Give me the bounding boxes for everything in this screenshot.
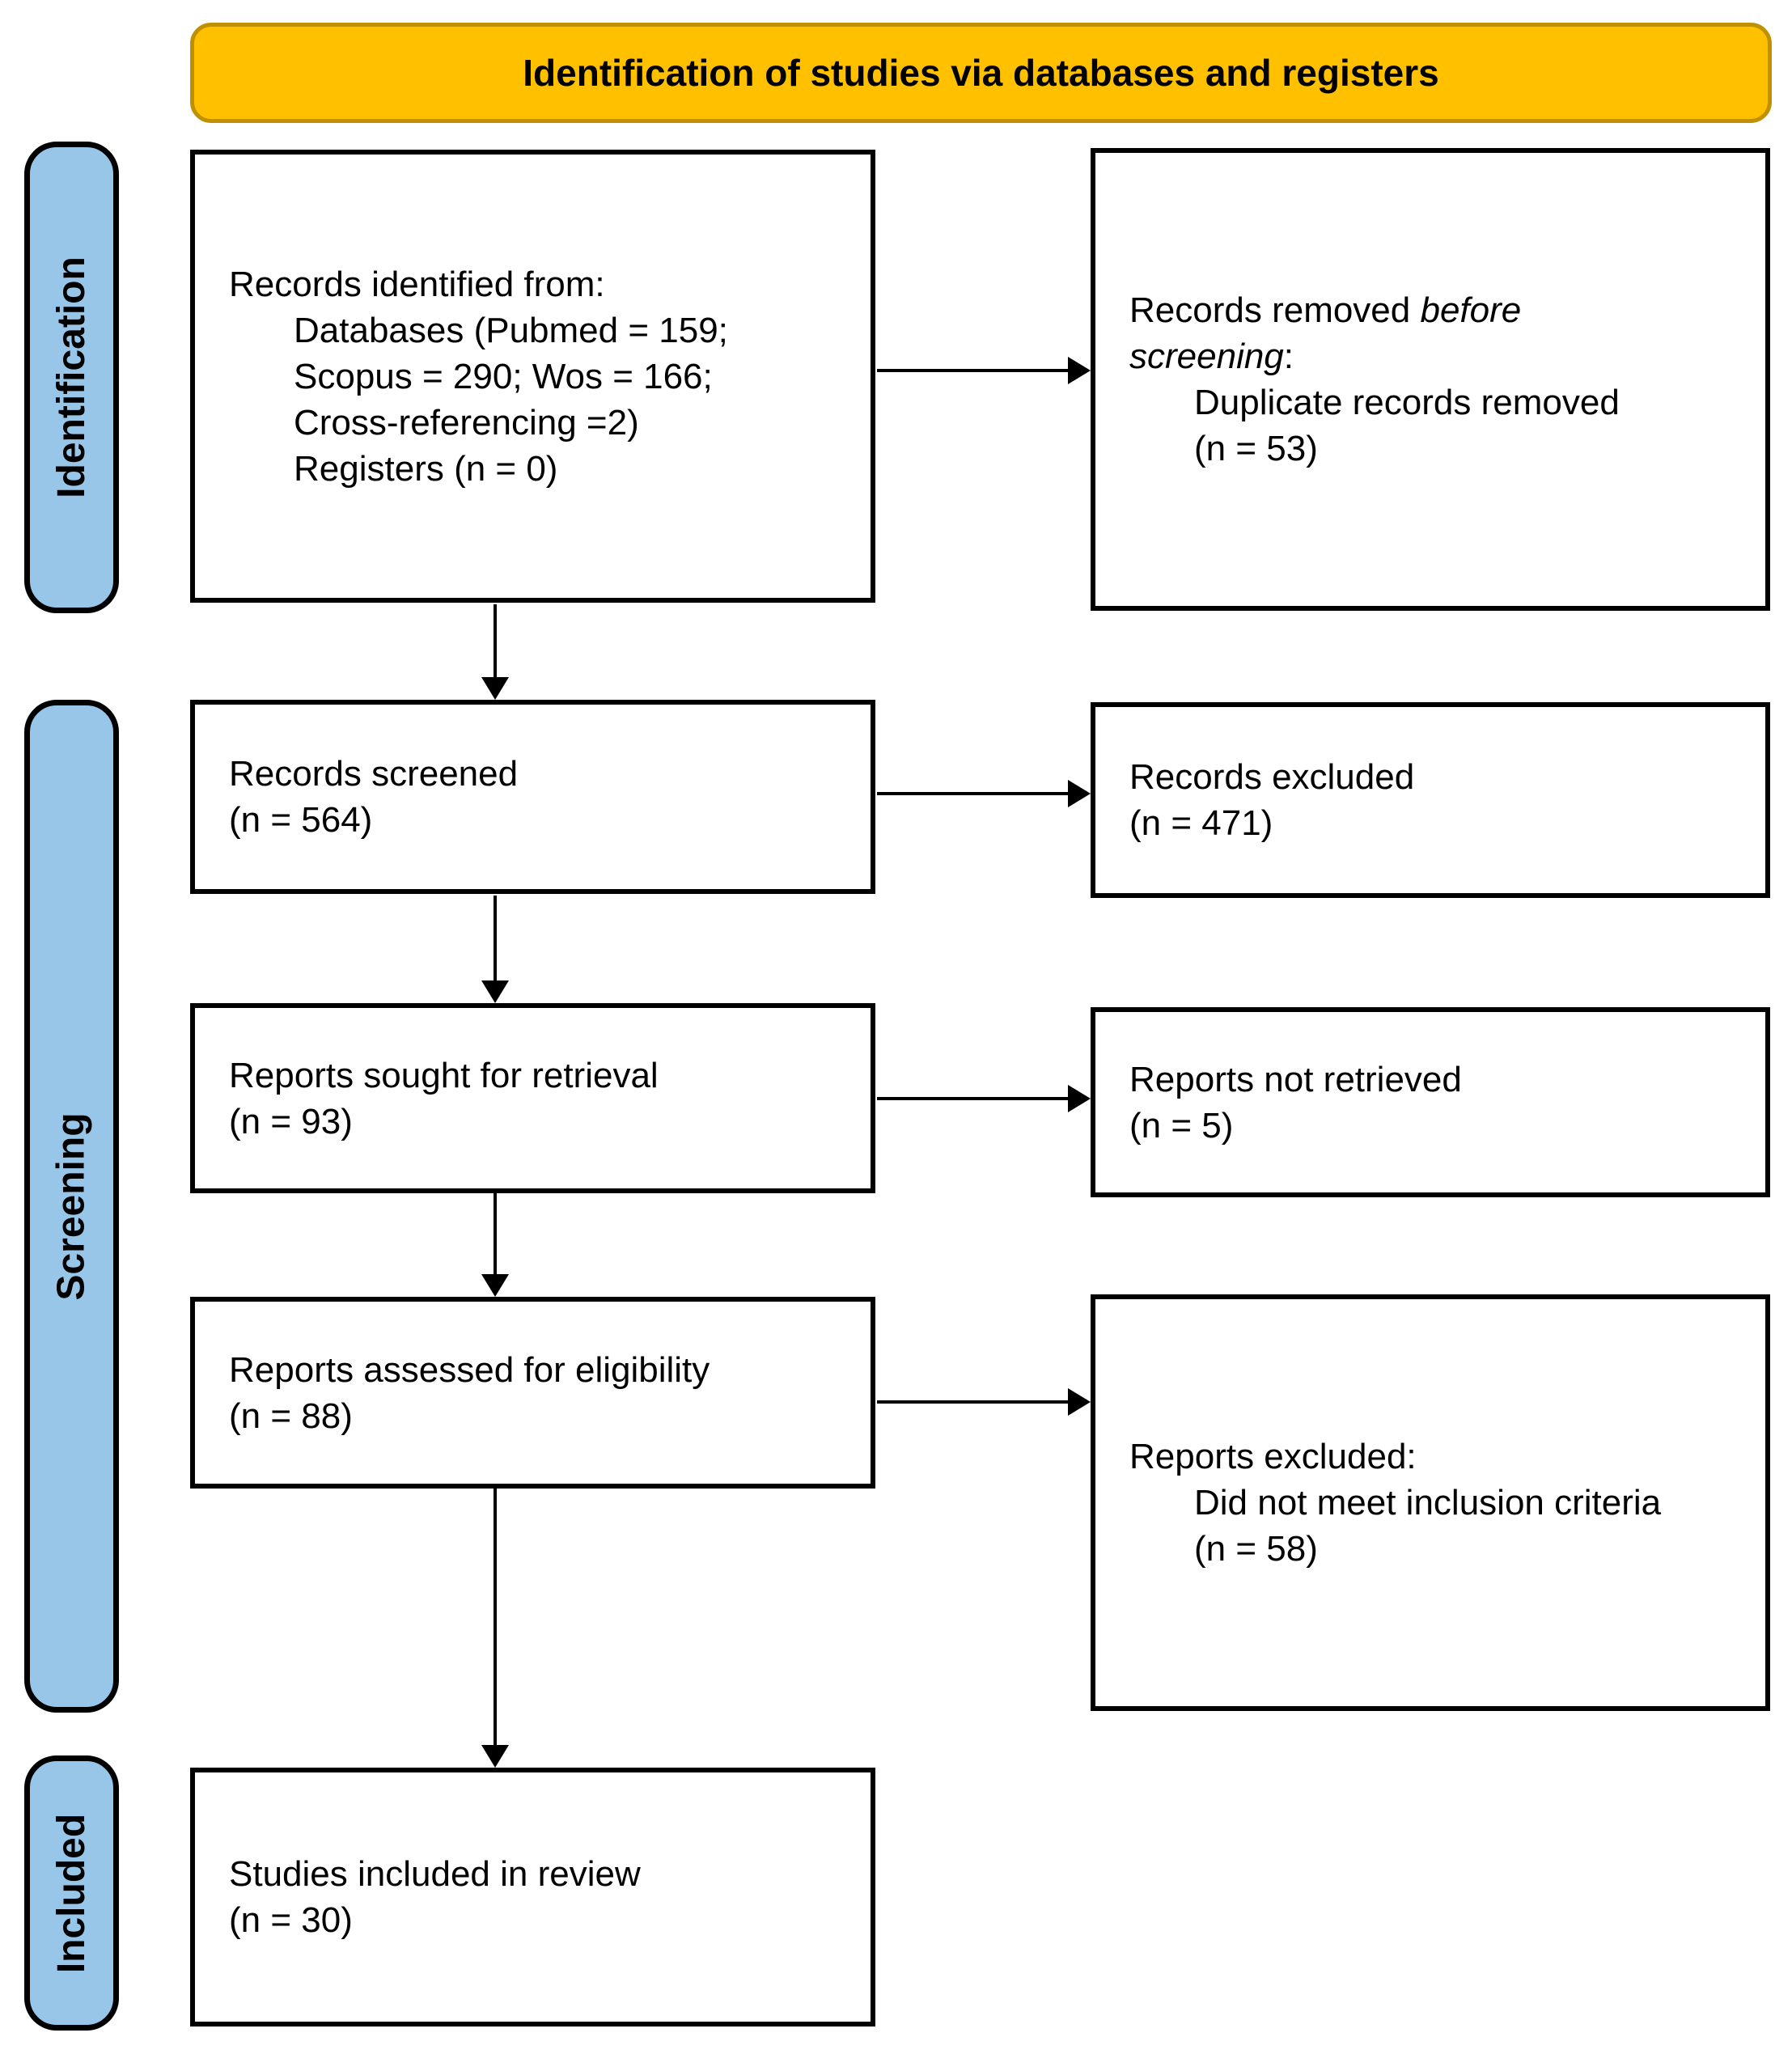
diagram-title: Identification of studies via databases … bbox=[523, 52, 1439, 94]
text-line: (n = 5) bbox=[1129, 1105, 1234, 1146]
text-line: screening: bbox=[1129, 333, 1745, 379]
box-records-identified: Records identified from: Databases (Pubm… bbox=[190, 150, 875, 603]
box-records-screened: Records screened (n = 564) bbox=[190, 700, 875, 894]
box-records-removed-before-screening: Records removed before screening: Duplic… bbox=[1091, 148, 1770, 611]
box-studies-included: Studies included in review (n = 30) bbox=[190, 1768, 875, 2026]
text-line: (n = 93) bbox=[229, 1101, 353, 1141]
box-reports-assessed: Reports assessed for eligibility (n = 88… bbox=[190, 1297, 875, 1489]
text-line: (n = 58) bbox=[1194, 1529, 1318, 1569]
text-line: Records screened bbox=[229, 754, 519, 794]
stage-included: Included bbox=[24, 1755, 119, 2031]
stage-identification: Identification bbox=[24, 142, 119, 613]
box-records-excluded: Records excluded (n = 471) bbox=[1091, 702, 1770, 898]
text-line: Did not meet inclusion criteria bbox=[1194, 1483, 1662, 1523]
text-segment-italic: before bbox=[1420, 290, 1522, 330]
text-line: (n = 471) bbox=[1129, 803, 1273, 843]
stage-screening-label: Screening bbox=[50, 1112, 94, 1301]
text-line: Reports not retrieved bbox=[1129, 1059, 1462, 1099]
arrow-down-assessed-to-included bbox=[494, 1489, 497, 1745]
box-reports-excluded: Reports excluded: Did not meet inclusion… bbox=[1091, 1294, 1770, 1711]
arrow-down-screened-to-sought bbox=[494, 896, 497, 980]
arrow-right-assessed-to-reports-excluded bbox=[877, 1400, 1068, 1404]
diagram-title-banner: Identification of studies via databases … bbox=[190, 23, 1772, 123]
text-line: Cross-referencing =2) bbox=[294, 402, 639, 443]
text-line: Reports sought for retrieval bbox=[229, 1055, 659, 1095]
text-line: Registers (n = 0) bbox=[294, 448, 558, 489]
arrow-right-sought-to-not-retrieved bbox=[877, 1097, 1068, 1100]
text-line: (n = 53) bbox=[1194, 429, 1318, 468]
text-line: Scopus = 290; Wos = 166; bbox=[294, 356, 713, 396]
text-line: Reports assessed for eligibility bbox=[229, 1349, 710, 1390]
text-line: Records excluded bbox=[1129, 757, 1415, 797]
box-reports-not-retrieved: Reports not retrieved (n = 5) bbox=[1091, 1007, 1770, 1197]
stage-screening: Screening bbox=[24, 700, 119, 1713]
arrow-down-identified-to-screened bbox=[494, 604, 497, 677]
text-segment: Records removed bbox=[1129, 290, 1421, 330]
text-line: (n = 88) bbox=[229, 1395, 353, 1436]
stage-identification-label: Identification bbox=[50, 256, 94, 498]
text-line: Duplicate records removed bbox=[1194, 383, 1620, 422]
text-line: Databases (Pubmed = 159; bbox=[294, 310, 728, 350]
box-reports-sought: Reports sought for retrieval (n = 93) bbox=[190, 1003, 875, 1193]
text-line: (n = 30) bbox=[229, 1900, 353, 1940]
text-line: Records identified from: bbox=[229, 264, 605, 304]
stage-included-label: Included bbox=[50, 1813, 93, 1973]
text-line: Records removed before bbox=[1129, 287, 1745, 333]
text-line: Reports excluded: bbox=[1129, 1437, 1417, 1476]
text-segment-italic: screening bbox=[1129, 337, 1284, 376]
text-line: (n = 564) bbox=[229, 800, 373, 840]
arrow-right-identified-to-removed bbox=[877, 369, 1068, 372]
text-segment: : bbox=[1283, 337, 1294, 376]
arrow-down-sought-to-assessed bbox=[494, 1193, 497, 1274]
text-line: Studies included in review bbox=[229, 1854, 641, 1894]
arrow-right-screened-to-excluded bbox=[877, 792, 1068, 795]
